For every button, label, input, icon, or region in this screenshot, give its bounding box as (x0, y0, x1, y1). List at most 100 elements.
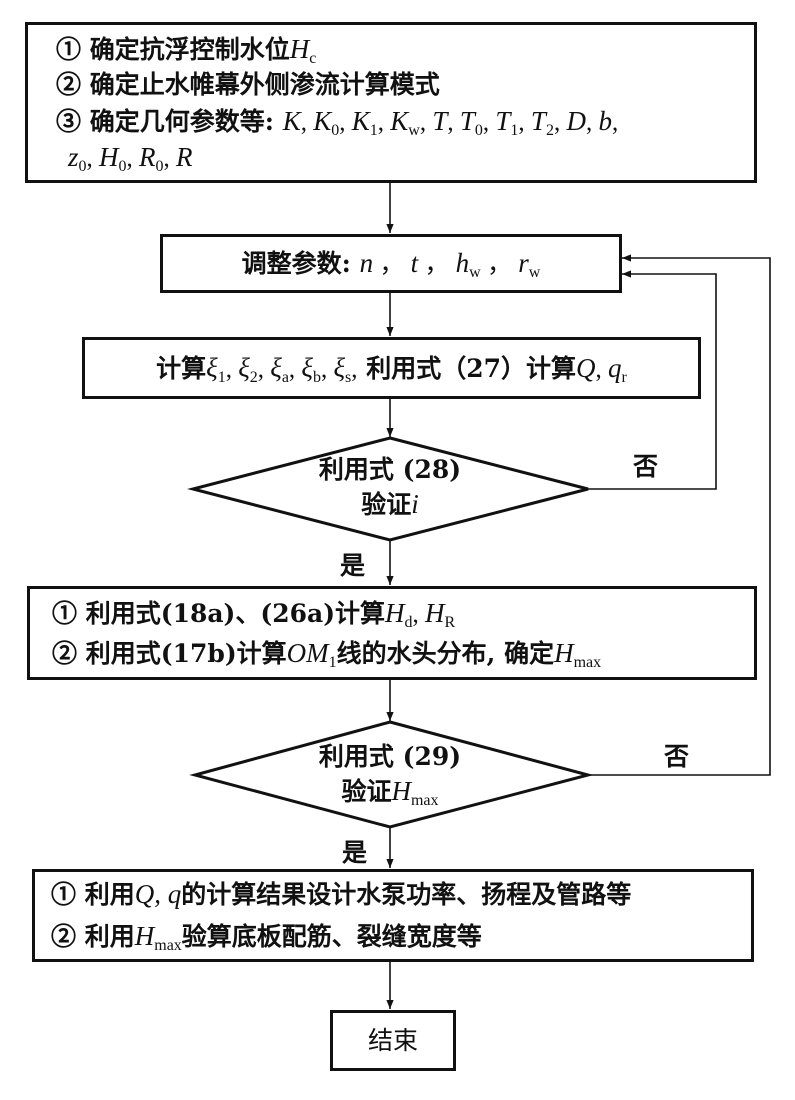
param-sub: d (404, 614, 413, 631)
compute-middle-text: 利用式（27）计算 (366, 354, 577, 383)
param-separator: , (288, 356, 302, 383)
init-box: ① 确定抗浮控制水位Hc ② 确定止水帷幕外侧渗流计算模式 ③ 确定几何参数等:… (25, 22, 757, 183)
param-sub: 1 (510, 122, 519, 139)
param-separator: , (377, 109, 391, 136)
param-var: T (432, 106, 448, 136)
feedback-decision1-no (588, 270, 717, 490)
param-var: r (518, 248, 529, 278)
step-number: ② (51, 922, 77, 951)
output-list: Q, qr (576, 353, 627, 386)
var-H: H (391, 776, 411, 806)
init-line-1: ① 确定抗浮控制水位Hc (56, 31, 316, 68)
init-line-4: z0, H0, R0, R (68, 139, 193, 177)
init-line-2-text: 确定止水帷幕外侧渗流计算模式 (89, 70, 440, 99)
param-var: H (99, 142, 119, 172)
param-var: R (139, 142, 156, 172)
decision2-line-2: 验证Hmax (290, 774, 490, 809)
compute-prefix: 计算 (156, 354, 207, 383)
param-sub: a (281, 369, 289, 386)
param-separator: , (351, 356, 358, 383)
head-line-1: ① 利用式(18a)、(26a)计算Hd, HR (52, 595, 455, 633)
param-var: R (176, 142, 193, 172)
param-separator: , (595, 356, 609, 383)
param-var: K (390, 106, 409, 136)
head-var-list: Hd, HR (385, 598, 456, 631)
param-sub: w (469, 264, 481, 281)
param-separator: ， (418, 251, 456, 278)
end-label: 结束 (367, 1026, 418, 1055)
init-line-3-text: 确定几何参数等: (89, 107, 274, 136)
var-sub: max (573, 654, 602, 671)
param-var: b (598, 106, 612, 136)
end-box: 结束 (330, 1010, 456, 1071)
param-var: ξ (238, 353, 250, 383)
param-separator: , (257, 356, 271, 383)
param-var: K (351, 106, 370, 136)
param-separator: , (225, 356, 239, 383)
param-separator: ， (373, 251, 411, 278)
param-var: T (495, 106, 511, 136)
param-separator: , (518, 109, 531, 136)
param-separator: , (339, 109, 352, 136)
param-sub: 2 (545, 122, 554, 139)
step-number: ② (56, 70, 82, 99)
param-sub: w (528, 264, 541, 281)
decision1-line-2: 验证i (290, 487, 490, 522)
param-separator: , (412, 601, 426, 628)
init-line-3: ③ 确定几何参数等: K, K0, K1, Kw, T, T0, T1, T2,… (56, 103, 618, 141)
step-number: ② (52, 639, 78, 668)
param-var: K (282, 106, 301, 136)
adjust-params-text: 调整参数: (241, 249, 351, 278)
param-separator: , (419, 109, 433, 136)
param-var: D (566, 106, 586, 136)
param-sub: 2 (249, 369, 258, 386)
param-separator: ， (480, 251, 519, 278)
compute-box: 计算ξ1, ξ2, ξa, ξb, ξs, 利用式（27）计算Q, qr (82, 337, 701, 399)
param-var: n (359, 248, 374, 278)
decision1-no-label: 否 (633, 452, 659, 481)
param-var: h (455, 248, 470, 278)
design-line-1: ① 利用Q, q的计算结果设计水泵功率、扬程及管路等 (51, 876, 631, 913)
head-line-2-text2: 线的水头分布, 确定 (336, 639, 555, 668)
param-var: ξ (301, 353, 313, 383)
design-line-1-text: 的计算结果设计水泵功率、扬程及管路等 (181, 880, 632, 909)
param-var: ξ (270, 353, 282, 383)
param-var: H (425, 598, 445, 628)
param-separator: , (482, 109, 496, 136)
param-separator: , (163, 145, 177, 172)
step-number: ① (51, 880, 77, 909)
head-line-1-text: 利用式(18a)、(26a)计算 (85, 599, 386, 628)
decision1-line-1: 利用式 (28) (318, 455, 462, 484)
param-separator: , (585, 109, 599, 136)
param-sub: w (408, 122, 420, 139)
design-line-2-pre: 利用 (84, 922, 135, 951)
var-sub: max (154, 937, 182, 954)
var-OM: OM (286, 638, 329, 668)
param-var: t (410, 248, 419, 278)
var-sub: 1 (328, 654, 337, 671)
param-sub: 0 (474, 122, 483, 139)
param-var: Q (576, 353, 596, 383)
decision1-yes-label: 是 (340, 551, 366, 580)
param-sub: 1 (217, 369, 226, 386)
geometry-param-list: K, K0, K1, Kw, T, T0, T1, T2, D, b, (282, 106, 619, 139)
param-sub: b (312, 369, 321, 386)
param-sub: R (444, 614, 456, 631)
var-Q-q: Q, q (134, 879, 182, 909)
param-var: z (68, 142, 79, 172)
param-sub: 0 (331, 122, 340, 139)
design-line-2-text: 验算底板配筋、裂缝宽度等 (181, 922, 482, 951)
param-var: ξ (206, 353, 218, 383)
head-line-2: ② 利用式(17b)计算OM1线的水头分布, 确定Hmax (52, 635, 601, 672)
feedback-decision2-no (588, 254, 771, 776)
compute-line: 计算ξ1, ξ2, ξa, ξb, ξs, 利用式（27）计算Q, qr (85, 340, 698, 398)
design-box: ① 利用Q, q的计算结果设计水泵功率、扬程及管路等 ② 利用Hmax验算底板配… (32, 869, 754, 962)
design-line-2: ② 利用Hmax验算底板配筋、裂缝宽度等 (51, 918, 482, 955)
param-sub: s (345, 369, 352, 386)
param-separator: , (553, 109, 567, 136)
var-sub: max (410, 792, 439, 809)
param-var: ξ (333, 353, 346, 383)
decision2-line-1: 利用式 (29) (318, 742, 462, 771)
decision2-text: 利用式 (29) 验证Hmax (290, 740, 490, 809)
